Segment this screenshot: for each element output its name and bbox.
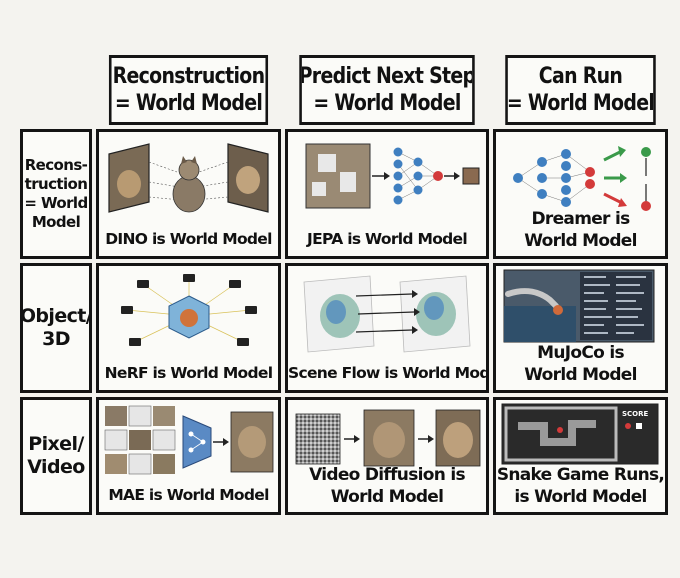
arrow-red [603,192,621,204]
cell-caption-line: World Model [330,487,444,507]
game-screen [501,403,659,465]
network-nodes [513,149,571,207]
cell-caption: Dreamer is World Model [496,208,665,252]
network-edges [517,153,591,203]
jepa-illustration [305,143,480,209]
row-header-line: Pixel/ [28,433,84,455]
game-walls [504,406,618,462]
cell-caption: MuJoCo is World Model [496,342,665,386]
video-diffusion-illustration [295,409,481,467]
column-header-line: = World Model [313,91,461,116]
output-node [585,167,595,177]
cell-caption-line: Dreamer is [531,209,631,229]
cell-caption-line: World Model [524,231,637,251]
row-header-line: Object/ [20,305,92,327]
scene-flow-illustration [303,275,471,353]
masked-cat-image [305,143,371,209]
cell-nerf: NeRF is World Model [96,263,281,393]
column-header-reconstruction: Reconstruction = World Model [108,55,269,125]
snake-body [518,420,596,446]
cell-dreamer: Dreamer is World Model [493,129,668,259]
mujoco-illustration [503,269,655,343]
row-header-reconstruction: Recons- truction = World Model [20,129,92,259]
column-header-line: Predict Next Step [299,64,475,89]
dino-illustration [108,143,269,213]
row-header-line: truction [24,175,88,193]
output-node [585,179,595,189]
settings-panel [584,276,646,334]
cell-dino: DINO is World Model [96,129,281,259]
row-header-line: Recons- [24,156,88,174]
comparison-grid: Reconstruction = World Model Predict Nex… [20,55,668,515]
cell-video-diffusion: Video Diffusion is World Model [285,397,489,515]
cell-caption: NeRF is World Model [104,364,273,382]
cell-caption: Video Diffusion is World Model [288,464,486,508]
cell-caption: Scene Flow is World Model [288,364,489,382]
cell-caption-line: is World Model [514,487,647,507]
mae-illustration [104,405,274,475]
cat-3d-center [172,175,206,213]
network-nodes [393,147,423,205]
output-node [433,171,443,181]
flow-arrows [355,293,415,333]
cat-face-left [117,170,141,198]
cell-caption-line: MuJoCo is [537,343,624,363]
correspondence-lines [148,161,229,201]
dreamer-illustration [513,146,651,211]
cat-face-right [236,166,260,194]
column-header-can-run: Can Run = World Model [505,55,656,125]
encoder-block [182,415,212,469]
cell-caption: MAE is World Model [108,486,269,504]
arrow-green [603,150,621,162]
row-header-line: Video [27,456,85,478]
cell-mae: MAE is World Model [96,397,281,515]
cell-jepa: JEPA is World Model [285,129,489,259]
cell-caption: Snake Game Runs, is World Model [496,464,665,508]
robot-arm [505,288,559,309]
cell-mujoco: MuJoCo is World Model [493,263,668,393]
scene-object [180,309,198,327]
column-header-line: Reconstruction [112,64,265,89]
cell-caption: DINO is World Model [105,230,272,248]
cell-caption: JEPA is World Model [307,230,468,248]
score-label: SCORE [622,410,649,418]
camera-icon [121,274,257,346]
column-header-line: = World Model [506,91,655,116]
cell-caption-line: Video Diffusion is [309,465,466,485]
cell-scene-flow: Scene Flow is World Model [285,263,489,393]
column-header-predict-next-step: Predict Next Step = World Model [299,55,475,125]
predicted-patch [462,167,480,185]
row-header-pixel-video: Pixel/ Video [20,397,92,515]
nerf-illustration [121,274,257,346]
cell-caption-line: World Model [524,365,637,385]
grid-corner [20,55,92,125]
cell-snake-game: SCORE Snake Game Runs, is World Model [493,397,668,515]
column-header-line: = World Model [114,91,263,116]
food-icon [557,427,563,433]
row-header-line: = World [24,194,88,212]
noise-frame [295,413,341,465]
row-header-line: 3D [42,328,70,350]
column-header-line: Can Run [538,64,623,89]
cell-caption-line: Snake Game Runs, [496,465,665,485]
target-object [553,305,563,315]
snake-game-illustration: SCORE [501,403,659,465]
row-header-object-3d: Object/ 3D [20,263,92,393]
row-header-line: Model [31,213,81,231]
masked-patches [104,405,176,475]
